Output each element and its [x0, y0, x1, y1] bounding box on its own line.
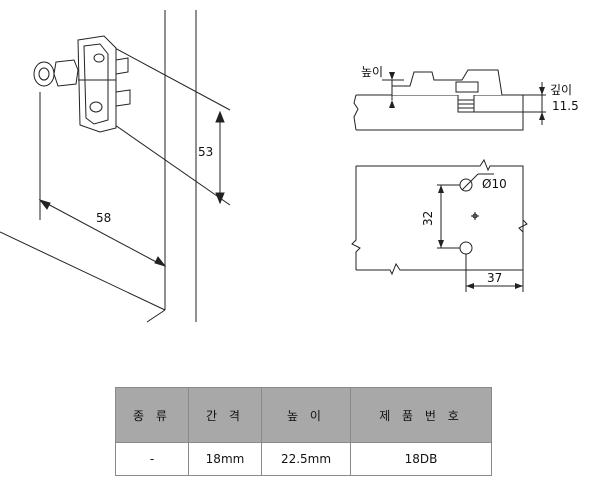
height-label: 높이 — [361, 65, 383, 79]
top-view-break-right — [518, 219, 528, 233]
dimension-58-label: 58 — [96, 211, 111, 225]
hole-bottom-icon — [459, 241, 473, 255]
panel-bottom-edge — [146, 309, 166, 323]
depth-value: 11.5 — [552, 99, 579, 113]
side-view-screw-head — [455, 81, 479, 93]
plate-wing-bottom — [115, 89, 131, 107]
panel-diagonal-bottom — [0, 231, 166, 311]
header-type: 종 류 — [115, 387, 189, 443]
extension-line-top — [99, 39, 231, 111]
plate-wing-top — [115, 57, 129, 75]
height-arrow-down-icon — [389, 100, 395, 108]
cam-screw-icon — [53, 59, 79, 87]
table-row: - 18mm 22.5mm 18DB — [115, 442, 492, 476]
arrow-32-top-icon — [438, 185, 444, 193]
header-product-number: 제 품 번 호 — [350, 387, 492, 443]
hole-top-icon — [459, 178, 473, 192]
arrow-32-bottom-icon — [438, 240, 444, 248]
dimension-53 — [215, 110, 225, 205]
dimension-58-line — [43, 201, 161, 265]
side-view-break-line — [353, 94, 359, 131]
cam-screw-socket-icon — [38, 67, 50, 81]
isometric-panel-view — [0, 10, 231, 323]
top-view-board — [356, 158, 524, 276]
plate-hole-bottom-icon — [89, 101, 103, 113]
cam-screw-head-icon — [33, 61, 55, 87]
depth-arrow-top-icon — [539, 87, 545, 95]
header-height: 높 이 — [261, 387, 351, 443]
dimension-37-label: 37 — [487, 271, 502, 285]
header-spacing: 간 격 — [188, 387, 262, 443]
leader-dia — [461, 173, 479, 191]
cell-height: 22.5mm — [261, 442, 351, 476]
diameter-label: Ø10 — [482, 177, 507, 191]
cell-type: - — [115, 442, 189, 476]
side-view-plate — [391, 69, 503, 96]
top-view — [351, 158, 528, 292]
plate-inner — [83, 43, 109, 125]
dimension-58 — [38, 92, 167, 267]
plate-hole-top-icon — [93, 53, 105, 63]
dimension-53-label: 53 — [198, 145, 213, 159]
plate-body — [77, 35, 117, 133]
arrow-up-icon — [215, 110, 225, 123]
top-view-break-line — [351, 166, 361, 270]
depth-label: 깊이 — [550, 83, 572, 97]
extension-line-mid — [114, 124, 231, 206]
mounting-plate-illustration — [33, 35, 131, 133]
spec-table-header-row: 종 류 간 격 높 이 제 품 번 호 — [115, 387, 492, 443]
side-view — [353, 69, 546, 131]
arrow-37-right-icon — [515, 283, 523, 289]
arrow-right-icon — [154, 256, 167, 267]
cell-spacing: 18mm — [188, 442, 262, 476]
height-arrow-icon — [389, 72, 395, 80]
arrow-left-icon — [38, 199, 51, 210]
arrow-down-icon — [215, 192, 225, 205]
depth-arrow-bottom-icon — [539, 112, 545, 120]
spec-table: 종 류 간 격 높 이 제 품 번 호 - 18mm 22.5mm 18DB — [115, 387, 492, 476]
arrow-37-left-icon — [466, 283, 474, 289]
dimension-32-label: 32 — [421, 211, 435, 226]
cell-product-number: 18DB — [350, 442, 492, 476]
